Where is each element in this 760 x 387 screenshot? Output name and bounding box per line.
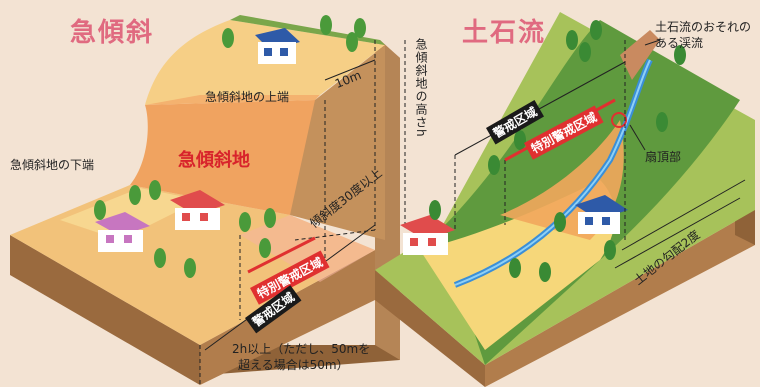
fan-apex-label: 扇頂部 xyxy=(645,150,682,164)
distance-note-line1: 2h以上（ただし、50mを xyxy=(232,342,371,356)
stream-label-line1: 土石流のおそれの xyxy=(655,20,752,34)
right-dimension-lines xyxy=(454,39,746,269)
special-zone-arrow-left xyxy=(247,236,316,274)
trees-left xyxy=(94,15,366,278)
lower-edge-label: 急傾斜地の下端 xyxy=(10,158,95,172)
trees-right xyxy=(429,20,686,282)
house-pink xyxy=(95,212,150,252)
upper-edge-label: 急傾斜地の上端 xyxy=(205,90,290,104)
steep-slope-main-label: 急傾斜地 xyxy=(178,150,250,171)
slope-height-label: 急傾斜地の高さh xyxy=(414,38,428,138)
steep-slope-block xyxy=(10,15,400,385)
fan-apex-marker xyxy=(611,112,627,128)
house-red xyxy=(170,190,225,230)
house-right-left xyxy=(400,215,455,255)
steep-slope-title: 急傾斜 xyxy=(70,18,155,48)
house-right-blue xyxy=(575,195,628,234)
stream-label-line2: ある渓流 xyxy=(655,36,704,50)
debris-flow-block xyxy=(375,12,755,387)
debris-flow-title: 土石流 xyxy=(462,18,547,48)
house-top-left xyxy=(255,28,300,64)
distance-note-line2: 超える場合は50m） xyxy=(238,358,349,372)
